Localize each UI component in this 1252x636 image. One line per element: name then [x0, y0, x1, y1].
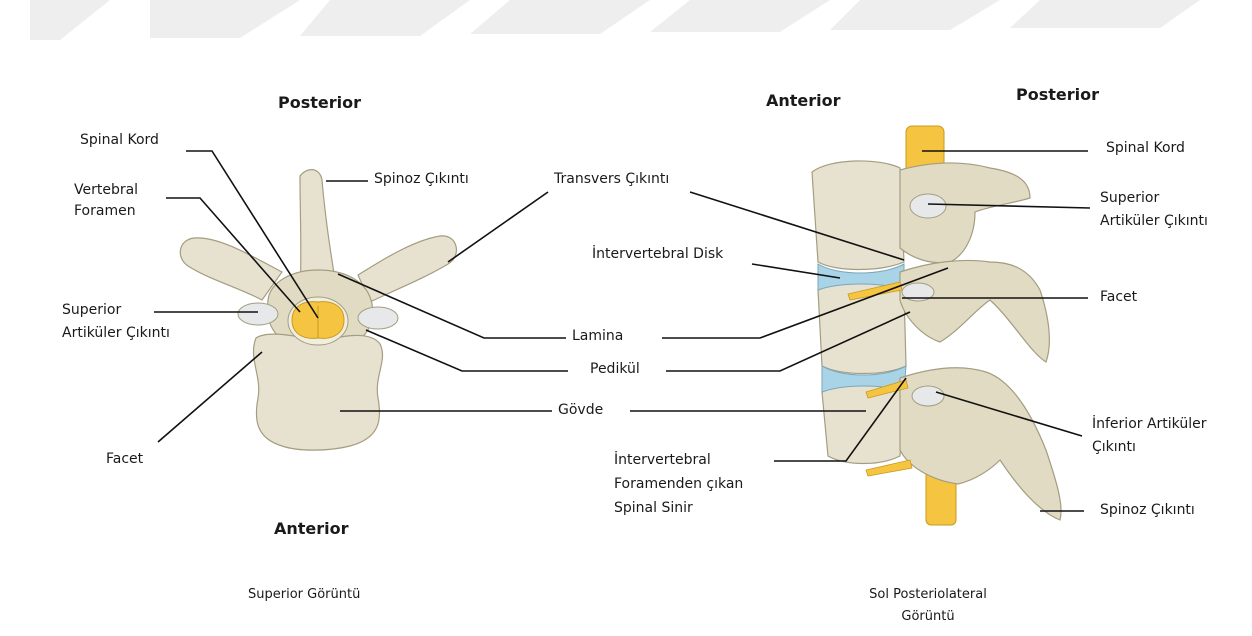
right-anterior-heading: Anterior — [766, 90, 841, 111]
label-spinous-left: Spinoz Çıkıntı — [374, 169, 469, 190]
right-transverse-process-shape — [358, 236, 456, 302]
posterior-arch-2 — [900, 260, 1049, 362]
left-posterior-heading: Posterior — [278, 92, 361, 113]
left-transverse-process-shape — [180, 238, 282, 300]
label-inferior-articular-right-line2: Çıkıntı — [1092, 437, 1136, 458]
right-posterior-heading: Posterior — [1016, 84, 1099, 105]
superior-articular-facet-right — [910, 194, 946, 218]
label-intervertebral-disk: İntervertebral Disk — [592, 244, 723, 265]
label-lamina: Lamina — [572, 326, 623, 347]
label-transverse-process: Transvers Çıkıntı — [554, 169, 669, 190]
leader-facet-left — [158, 352, 262, 442]
vertebral-body-1 — [812, 161, 904, 270]
right-superior-articular-facet — [358, 307, 398, 329]
inferior-articular-facet-right — [912, 386, 944, 406]
label-spinal-nerve-line2: Foramenden çıkan — [614, 474, 743, 495]
left-superior-articular-facet — [238, 303, 278, 325]
vertebral-body-shape — [253, 334, 382, 450]
label-spinous-right: Spinoz Çıkıntı — [1100, 500, 1195, 521]
label-superior-articular-left-line1: Superior — [62, 300, 121, 321]
label-spinal-cord-right: Spinal Kord — [1106, 138, 1185, 159]
vertebral-body-3 — [822, 385, 904, 464]
label-pedicle: Pedikül — [590, 359, 640, 380]
label-superior-articular-left-line2: Artiküler Çıkıntı — [62, 323, 170, 344]
right-caption-line1: Sol Posteriolateral — [858, 584, 998, 605]
label-facet-right: Facet — [1100, 287, 1137, 308]
label-body: Gövde — [558, 400, 603, 421]
left-caption: Superior Görüntü — [248, 584, 360, 605]
label-vertebral-foramen-line1: Vertebral — [74, 180, 138, 201]
label-facet-left: Facet — [106, 449, 143, 470]
label-inferior-articular-right-line1: İnferior Artiküler — [1092, 414, 1206, 435]
label-spinal-nerve-line3: Spinal Sinir — [614, 498, 693, 519]
spine-posterolateral-view — [812, 126, 1061, 525]
top-decoration-band — [30, 0, 1200, 40]
leader-transverse-left — [448, 192, 548, 262]
label-spinal-nerve-line1: İntervertebral — [614, 450, 711, 471]
left-anterior-heading: Anterior — [274, 518, 349, 539]
label-vertebral-foramen-line2: Foramen — [74, 201, 136, 222]
leader-pedicle-left — [366, 330, 568, 371]
label-spinal-cord-left: Spinal Kord — [80, 130, 159, 151]
label-superior-articular-right-line1: Superior — [1100, 188, 1159, 209]
vertebra-superior-view — [180, 170, 456, 451]
label-superior-articular-right-line2: Artiküler Çıkıntı — [1100, 211, 1208, 232]
right-caption-line2: Görüntü — [858, 606, 998, 627]
